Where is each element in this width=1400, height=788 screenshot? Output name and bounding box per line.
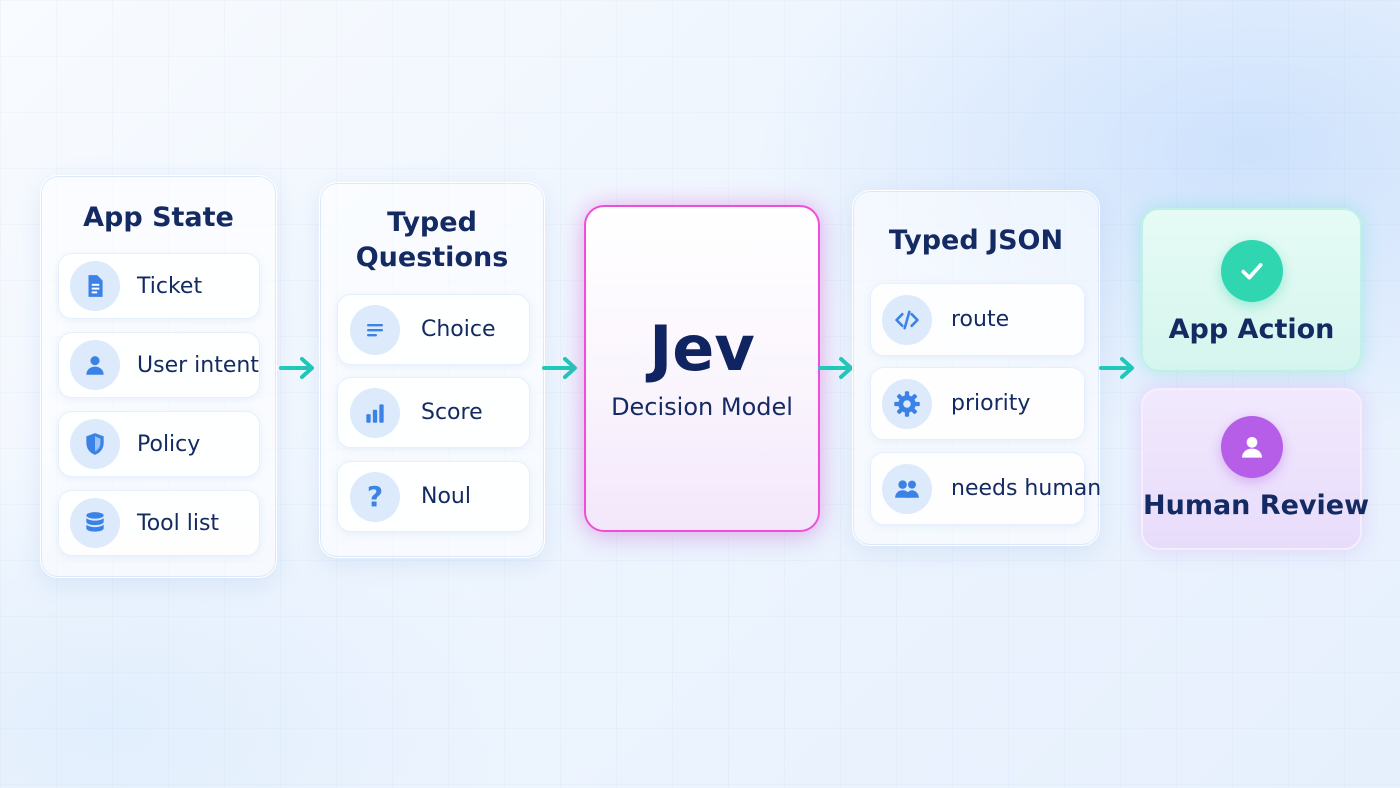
list-item-label: Ticket [137, 273, 203, 299]
list-item-needs-human: needs human [870, 452, 1101, 525]
model-subtitle: Decision Model [611, 393, 793, 421]
database-icon [70, 498, 120, 548]
flow-arrow [279, 357, 314, 379]
question-icon: ? [350, 471, 400, 522]
list-item-choice: Choice [337, 294, 530, 365]
document-icon [70, 261, 120, 311]
app-action-card: App Action [1141, 208, 1362, 372]
app-state-title: App State [83, 202, 234, 233]
list-item-user-intent: User intent [58, 332, 260, 398]
typed-questions-title: Questions [355, 242, 509, 273]
list-item-policy: Policy [58, 411, 260, 477]
list-item-priority: priority [870, 367, 1085, 440]
users-icon [882, 463, 932, 514]
list-item-label: User intent [137, 352, 259, 378]
code-icon [882, 294, 932, 345]
list-icon [350, 304, 400, 355]
bar-chart-icon [350, 387, 400, 438]
flow-arrow [818, 357, 853, 379]
list-item-label: Choice [421, 317, 496, 342]
human-review-card: Human Review [1141, 388, 1370, 550]
list-item-label: Score [421, 400, 483, 425]
check-icon [1220, 240, 1283, 302]
list-item-tool-list: Tool list [58, 490, 260, 556]
list-item-label: Noul [421, 484, 471, 509]
shield-icon [70, 419, 120, 469]
list-item-noul: ? Noul [337, 461, 530, 532]
model-name: Jev [649, 312, 755, 385]
human-review-label: Human Review [1143, 490, 1370, 521]
list-item-label: Policy [137, 431, 201, 457]
list-item-label: route [951, 307, 1010, 332]
list-item-label: needs human [951, 476, 1102, 501]
typed-questions-title: Typed [387, 207, 477, 238]
list-item-route: route [870, 283, 1085, 356]
typed-json-title: Typed JSON [888, 225, 1064, 256]
list-item-label: Tool list [137, 510, 220, 536]
flow-arrow [542, 357, 577, 379]
gear-icon [882, 378, 932, 429]
list-item-score: Score [337, 377, 530, 448]
typed-json-panel: Typed JSON route [852, 190, 1101, 546]
user-icon [70, 340, 120, 390]
person-icon [1220, 416, 1283, 478]
typed-questions-panel: Typed Questions Choice Score ? Noul [319, 182, 545, 558]
list-item-ticket: Ticket [58, 253, 260, 319]
app-state-panel: App State Ticket User intent Policy Tool… [40, 175, 277, 578]
app-action-label: App Action [1168, 314, 1335, 345]
list-item-label: priority [951, 391, 1031, 416]
decision-model-card: Jev Decision Model [584, 205, 820, 532]
flow-arrow [1099, 357, 1134, 379]
